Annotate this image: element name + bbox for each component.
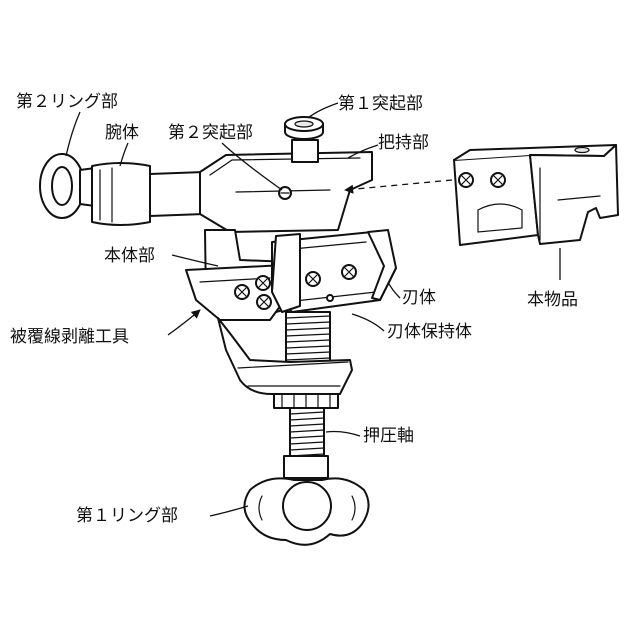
product-attachment	[454, 145, 618, 245]
label-first-ring: 第１リング部	[76, 508, 178, 525]
label-second-ring: 第２リング部	[16, 94, 118, 111]
label-first-protrusion: 第１突起部	[338, 96, 423, 113]
arm-body	[92, 163, 204, 225]
press-shaft	[290, 408, 324, 458]
label-grip: 把持部	[378, 135, 429, 152]
label-product: 本物品	[527, 292, 578, 309]
label-blade-holder: 刃体保持体	[387, 324, 472, 341]
label-second-protrusion: 第２突起部	[168, 125, 253, 142]
label-arm: 腕体	[105, 125, 139, 142]
label-blade: 刃体	[402, 290, 436, 307]
label-tool: 被覆線剥離工具	[10, 329, 129, 346]
label-press-shaft: 押圧軸	[363, 428, 414, 445]
collar	[274, 394, 338, 408]
upper-thread	[286, 312, 330, 364]
first-ring-part	[244, 456, 368, 545]
label-main-body: 本体部	[104, 248, 155, 265]
second-ring-part	[40, 154, 95, 218]
